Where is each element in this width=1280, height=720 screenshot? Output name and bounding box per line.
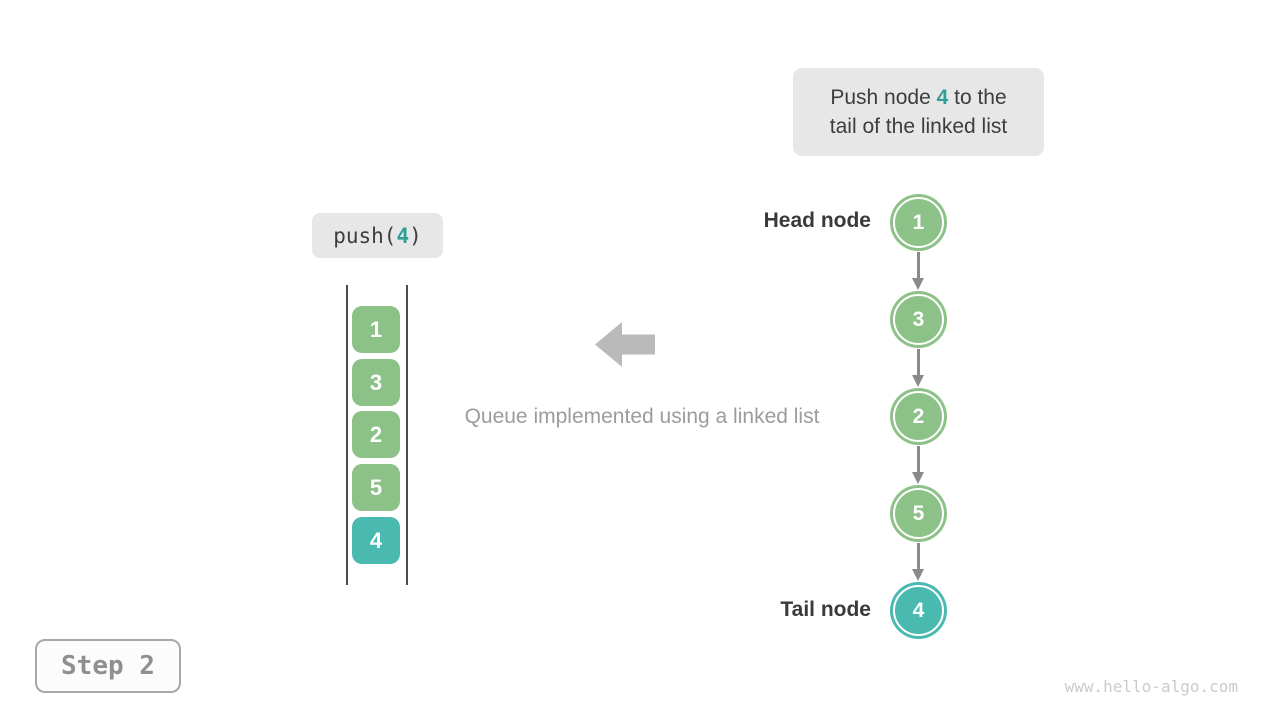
annotation-text: to the	[948, 86, 1007, 109]
queue-cell: 3	[352, 359, 400, 406]
list-node: 1	[890, 194, 947, 251]
arrow-down-icon	[912, 349, 925, 387]
list-node-value: 5	[893, 488, 944, 539]
step-badge: Step 2	[35, 639, 181, 693]
queue-column: 1 3 2 5 4	[346, 285, 408, 585]
arrow-down-icon	[912, 543, 925, 581]
arrow-down-icon	[912, 252, 925, 290]
queue-right-wall	[406, 285, 408, 585]
annotation-text: Push node	[830, 86, 937, 109]
push-annotation: Push node 4 to the tail of the linked li…	[793, 68, 1044, 156]
list-node: 4	[890, 582, 947, 639]
diagram-caption: Queue implemented using a linked list	[464, 405, 820, 428]
queue-cell: 1	[352, 306, 400, 353]
annotation-line-1: Push node 4 to the	[830, 83, 1006, 112]
list-node: 2	[890, 388, 947, 445]
queue-cell: 5	[352, 464, 400, 511]
arrow-left-icon	[595, 322, 655, 367]
list-node: 5	[890, 485, 947, 542]
arrow-down-icon	[912, 446, 925, 484]
list-node-value: 2	[893, 391, 944, 442]
push-call-arg: 4	[396, 223, 410, 248]
queue-cell: 4	[352, 517, 400, 564]
push-call-box: push(4)	[312, 213, 443, 258]
annotation-highlight-value: 4	[936, 86, 949, 109]
annotation-line-2: tail of the linked list	[829, 115, 1008, 138]
list-node-value: 1	[893, 197, 944, 248]
push-call-prefix: push(	[333, 223, 397, 248]
push-call-suffix: )	[409, 223, 422, 248]
list-node-value: 4	[893, 585, 944, 636]
tail-node-label: Tail node	[780, 598, 871, 621]
list-node-value: 3	[893, 294, 944, 345]
head-node-label: Head node	[763, 209, 871, 232]
list-node: 3	[890, 291, 947, 348]
queue-cell: 2	[352, 411, 400, 458]
site-watermark: www.hello-algo.com	[1064, 677, 1238, 696]
queue-left-wall	[346, 285, 348, 585]
